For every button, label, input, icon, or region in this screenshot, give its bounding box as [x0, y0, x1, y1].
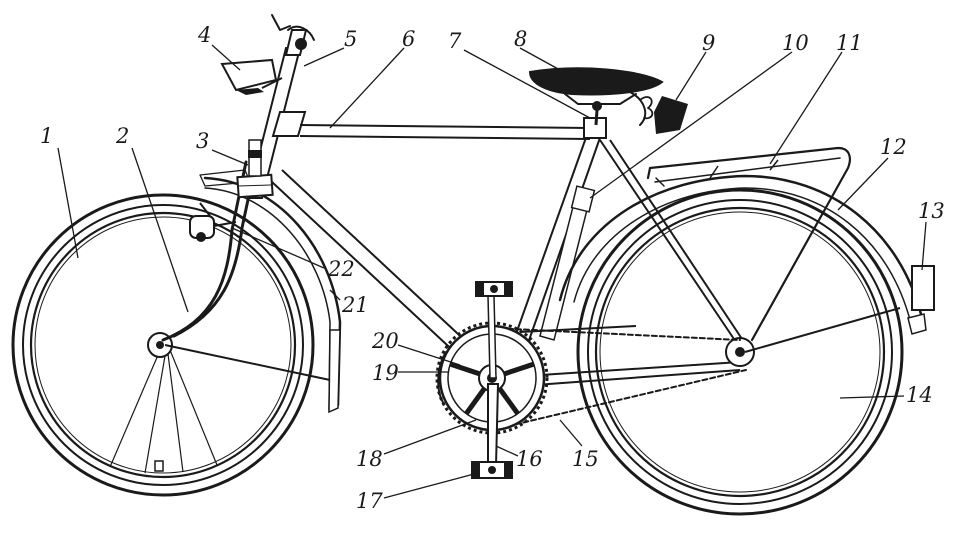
callout-3: 3 [196, 129, 209, 153]
callout-9: 9 [702, 31, 715, 55]
front-axle [156, 341, 164, 349]
rear-tyre-outer [576, 188, 904, 516]
rear-reflector [911, 265, 935, 311]
front-tyre-outer [11, 193, 315, 497]
rear-rim-inner [599, 211, 881, 493]
callout-15: 15 [572, 447, 599, 471]
callout-20: 20 [371, 329, 399, 353]
pedal-bottom [471, 461, 513, 479]
front-fender-stay [164, 344, 331, 381]
callout-19: 19 [372, 361, 399, 385]
front-fender [164, 169, 342, 414]
callout-2: 2 [115, 124, 129, 148]
rear-rim [594, 206, 886, 498]
rear-tyre-inner [587, 199, 893, 505]
callout-1: 1 [40, 124, 53, 148]
callout-14: 14 [906, 383, 933, 407]
chain [491, 327, 747, 429]
handlebar [271, 14, 315, 56]
callout-17: 17 [356, 489, 383, 513]
rear-carrier [646, 146, 851, 342]
tool-bag [654, 96, 688, 134]
saddle [528, 67, 664, 126]
pedal-top [475, 281, 513, 297]
callout-22: 22 [327, 257, 355, 281]
front-rim [29, 211, 297, 479]
leader-lines [57, 44, 927, 499]
callout-7: 7 [448, 29, 462, 53]
callout-16: 16 [516, 447, 543, 471]
rear-fender-stay [744, 307, 901, 353]
callout-8: 8 [514, 27, 527, 51]
callout-5: 5 [344, 27, 357, 51]
callout-10: 10 [782, 31, 809, 55]
callout-13: 13 [918, 199, 945, 223]
callout-18: 18 [356, 447, 383, 471]
rear-wheel [576, 188, 904, 516]
front-rim-inner [34, 216, 292, 474]
bell [220, 58, 283, 95]
callout-11: 11 [836, 31, 863, 55]
front-fork [161, 160, 258, 342]
front-tyre-inner [22, 204, 304, 486]
dynamo [189, 202, 237, 242]
head-tube [236, 47, 307, 199]
callout-21: 21 [341, 293, 369, 317]
front-valve [154, 460, 164, 472]
rear-axle [735, 347, 745, 357]
callout-6: 6 [402, 27, 415, 51]
callout-labels: 1 2 3 4 5 6 7 8 9 10 11 12 13 14 15 16 1… [40, 23, 945, 513]
front-spokes [109, 349, 218, 474]
callout-12: 12 [880, 135, 907, 159]
callout-4: 4 [197, 23, 211, 47]
